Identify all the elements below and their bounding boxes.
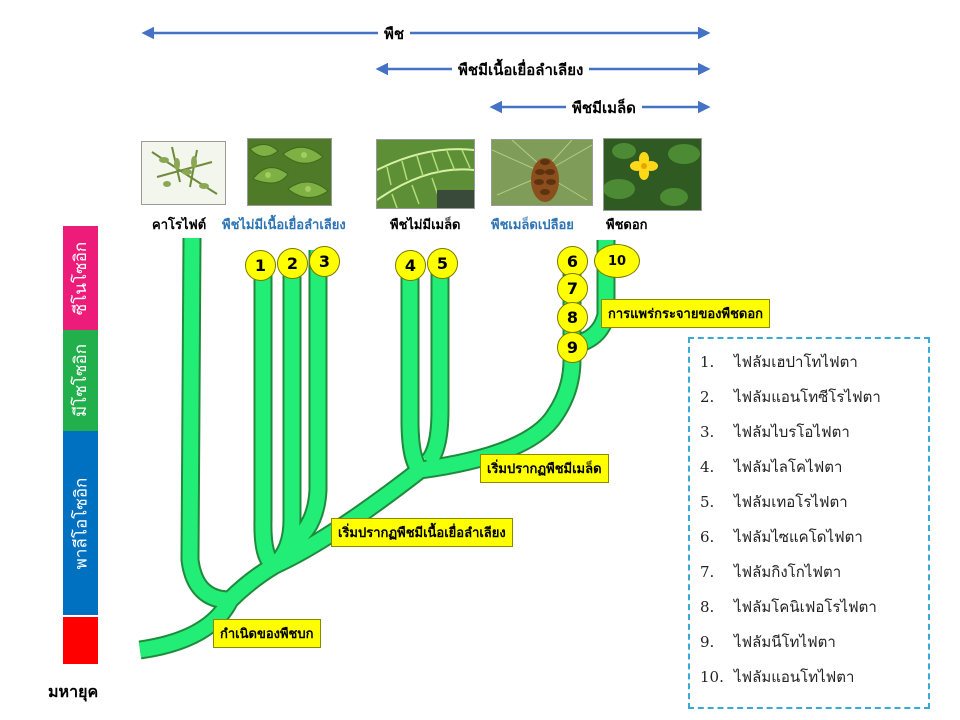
era-title: มหายุค: [48, 682, 99, 701]
group-label-nonvascular: พืชไม่มีเนื้อเยื่อลำเลียง: [222, 218, 346, 233]
callout-vascular-start: เริ่มปรากฏพืชมีเนื้อเยื่อลำเลียง: [331, 518, 513, 547]
pine-cone-photo: [491, 139, 593, 206]
header-vascular: พืชมีเนื้อเยื่อลำเลียง: [452, 58, 590, 82]
group-label-angiosperm: พืชดอก: [606, 218, 648, 233]
marker-2: 2: [277, 248, 308, 279]
phylum-legend: 1.ไฟลัมเฮปาโทไฟตา 2.ไฟลัมแอนโทซีโรไฟตา 3…: [688, 337, 930, 709]
marker-3: 3: [309, 246, 340, 277]
legend-item: 2.ไฟลัมแอนโทซีโรไฟตา: [700, 388, 881, 406]
marker-8: 8: [557, 302, 588, 333]
marker-10: 10: [594, 244, 640, 278]
legend-item: 8.ไฟลัมโคนิเฟอโรไฟตา: [700, 598, 877, 616]
fern-photo: [376, 139, 475, 209]
callout-seed-start: เริ่มปรากฏพืชมีเมล็ด: [480, 454, 609, 483]
era-label-mesozoic: มีโซโซอิก: [71, 343, 92, 418]
marker-9: 9: [557, 332, 588, 363]
era-paleozoic: พาลีโอโซอิก: [63, 431, 98, 615]
era-mesozoic: มีโซโซอิก: [63, 330, 98, 431]
group-label-charophyte: คาโรไฟต์: [152, 218, 207, 233]
group-label-gymnosperm: พืชเมล็ดเปลือย: [491, 218, 574, 233]
era-precambrian: [63, 617, 98, 664]
marker-5: 5: [427, 248, 458, 279]
legend-item: 10.ไฟลัมแอนโทไฟตา: [700, 668, 855, 686]
legend-item: 7.ไฟลัมกิงโกไฟตา: [700, 563, 842, 581]
marker-1: 1: [245, 250, 276, 281]
callout-flower-spread: การแพร่กระจายของพืชดอก: [601, 299, 771, 328]
legend-item: 4.ไฟลัมไลโคไฟตา: [700, 458, 843, 476]
marker-4: 4: [395, 250, 426, 281]
flower-photo: [603, 138, 702, 211]
era-label-cenozoic: ซีโนโซอิก: [71, 241, 91, 315]
header-plants: พืช: [378, 22, 411, 46]
marker-7: 7: [557, 273, 588, 304]
liverwort-photo: [247, 138, 332, 206]
era-label-paleozoic: พาลีโอโซอิก: [71, 477, 91, 569]
header-seed: พืชมีเมล็ด: [566, 96, 642, 120]
legend-item: 3.ไฟลัมไบรโอไฟตา: [700, 423, 850, 441]
legend-item: 1.ไฟลัมเฮปาโทไฟตา: [700, 353, 858, 371]
group-label-seedless: พืชไม่มีเมล็ด: [390, 218, 461, 233]
legend-item: 5.ไฟลัมเทอโรไฟตา: [700, 493, 848, 511]
callout-origin: กำเนิดของพืชบก: [213, 619, 321, 648]
legend-item: 6.ไฟลัมไซแคโดไฟตา: [700, 528, 863, 546]
era-cenozoic: ซีโนโซอิก: [63, 226, 98, 330]
marker-6: 6: [557, 246, 588, 277]
charophyte-photo: [141, 141, 226, 205]
legend-item: 9.ไฟลัมนีโทไฟตา: [700, 633, 836, 651]
